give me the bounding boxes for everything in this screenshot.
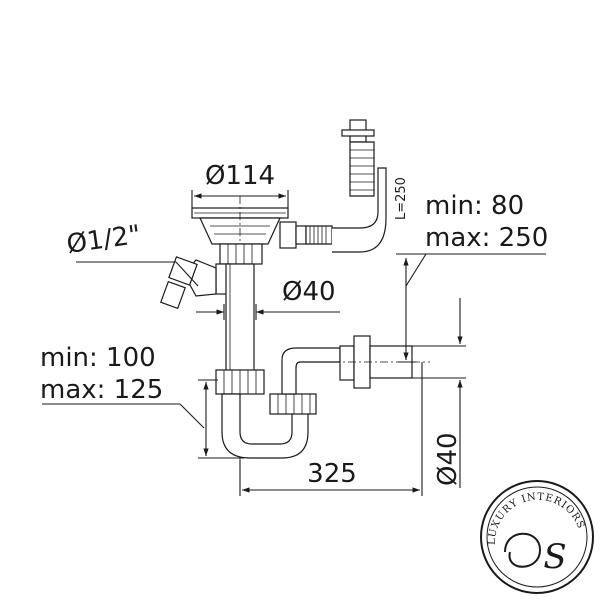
dimension-pipe-diameter <box>196 304 340 320</box>
overflow-hose <box>332 119 387 253</box>
logo-inner-ring <box>486 486 588 588</box>
pipe-diameter-label: Ø40 <box>282 277 336 307</box>
dimension-connector-diameter <box>76 261 199 287</box>
logo-outer-ring <box>480 480 594 594</box>
dimension-overflow-range <box>396 253 546 363</box>
trap-body <box>215 347 341 459</box>
overflow-range-min-label: min: 80 <box>425 191 524 221</box>
dimension-height-range <box>42 379 244 459</box>
height-range-min-label: min: 100 <box>40 343 156 373</box>
overflow-range-max-label: max: 250 <box>425 223 548 253</box>
tailpipe <box>225 263 255 373</box>
strainer-basket <box>191 196 289 470</box>
height-range-max-label: max: 125 <box>40 375 163 405</box>
connector-diameter-label: Ø1/2" <box>65 220 143 260</box>
hose-length-label: L=250 <box>394 177 409 220</box>
luxury-interiors-logo: LUXURY INTERIORS S <box>480 480 594 594</box>
width-label: 325 <box>307 459 357 489</box>
outlet-diameter-label: Ø40 <box>433 432 463 486</box>
bowl-diameter-label: Ø114 <box>205 161 275 191</box>
dimension-outlet-diameter <box>412 298 466 488</box>
dimension-bowl-diameter <box>191 190 289 208</box>
logo-swirl-icon <box>504 532 542 568</box>
logo-monogram: S <box>543 537 566 577</box>
upper-nut <box>219 243 263 265</box>
overflow-connector <box>279 221 333 249</box>
dimension-width <box>239 362 423 496</box>
